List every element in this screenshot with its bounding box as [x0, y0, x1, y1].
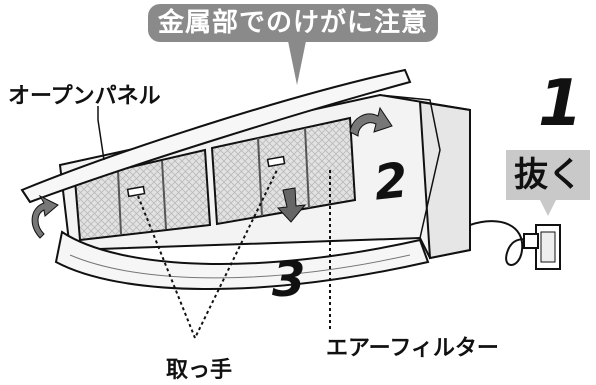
air-filter-label: エアーフィルター	[326, 336, 499, 361]
rotate-arrow-icon	[349, 106, 393, 137]
caution-callout-pointer	[288, 41, 306, 85]
step3-number: 3	[272, 252, 305, 308]
caution-callout: 金属部でのけがに注意	[148, 4, 438, 42]
filter-handle-right	[266, 155, 286, 168]
down-arrow-icon	[276, 187, 307, 223]
unplug-label-pointer	[540, 200, 556, 216]
handle-label: 取っ手	[166, 358, 233, 383]
open-panel-leader	[97, 106, 105, 161]
wall-outlet-inner	[540, 231, 556, 263]
filter-handle-left	[126, 185, 146, 198]
open-panel	[20, 68, 412, 204]
step1-number: 1	[538, 67, 583, 141]
front-lower-panel	[54, 230, 430, 290]
open-panel-label: オープンパネル	[8, 84, 161, 109]
power-cord	[469, 220, 529, 266]
step2-number: 2	[371, 152, 410, 211]
plug-icon	[523, 233, 539, 249]
rotate-arrow-icon	[31, 194, 59, 239]
unplug-label: 抜く	[506, 150, 590, 200]
air-filter-right	[210, 116, 357, 226]
